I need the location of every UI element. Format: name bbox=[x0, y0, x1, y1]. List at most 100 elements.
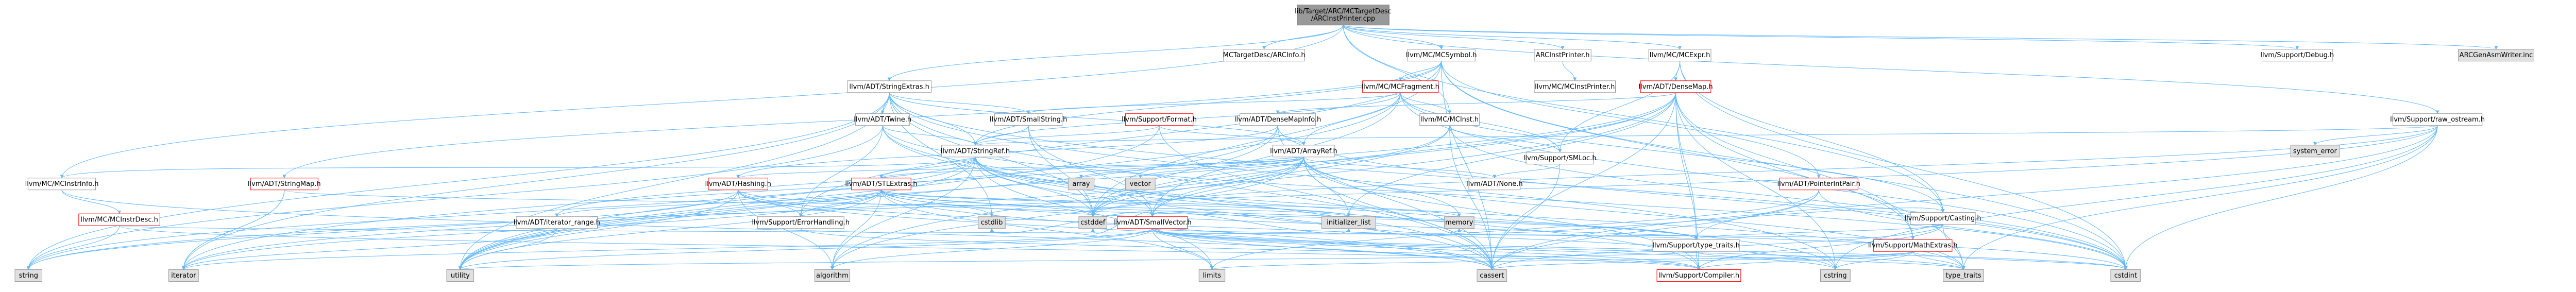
node-pointerintpair[interactable]: llvm/ADT/PointerIntPair.h bbox=[1777, 178, 1860, 191]
node-adtnone[interactable]: llvm/ADT/None.h bbox=[1466, 178, 1523, 191]
node-smallstring[interactable]: llvm/ADT/SmallString.h bbox=[990, 113, 1067, 126]
node-label: cstdint bbox=[2114, 272, 2137, 280]
node-stlextras[interactable]: llvm/ADT/STLExtras.h bbox=[845, 178, 918, 191]
edge-casting-to-typetraits_h bbox=[1694, 224, 1943, 240]
edge-stringref-to-utility bbox=[458, 157, 976, 270]
edge-smallvector-to-cstring bbox=[1152, 228, 1837, 270]
node-rawostream[interactable]: llvm/Support/raw_ostream.h bbox=[2390, 113, 2485, 126]
edge-stlextras-to-limits bbox=[880, 190, 1214, 270]
edge-rawostream-to-typetraits bbox=[1961, 125, 2438, 270]
node-mcinst[interactable]: llvm/MC/MCInst.h bbox=[1419, 113, 1480, 126]
edge-mcinstrdesc-to-compiler bbox=[119, 225, 1701, 270]
node-label: llvm/Support/raw_ostream.h bbox=[2390, 116, 2485, 124]
edge-twine-to-stringref bbox=[882, 125, 977, 146]
node-format[interactable]: llvm/Support/Format.h bbox=[1122, 113, 1197, 126]
node-label: llvm/MC/MCInstrDesc.h bbox=[80, 216, 158, 224]
edge-mathextras-to-typetraits bbox=[1912, 251, 1965, 270]
edge-casting-to-memory bbox=[1457, 208, 1943, 234]
node-box bbox=[1648, 49, 1711, 62]
node-stringmap[interactable]: llvm/ADT/StringMap.h bbox=[248, 178, 321, 191]
node-stringref[interactable]: llvm/ADT/StringRef.h bbox=[941, 145, 1010, 158]
edge-mcexpr-to-cstdint bbox=[1680, 61, 2128, 270]
node-densemapinfo[interactable]: llvm/ADT/DenseMapInfo.h bbox=[1234, 113, 1321, 126]
edge-mathextras-to-cassert bbox=[1490, 251, 1913, 270]
node-compiler[interactable]: llvm/Support/Compiler.h bbox=[1656, 269, 1741, 282]
node-mcexpr[interactable]: llvm/MC/MCExpr.h bbox=[1648, 49, 1711, 62]
node-box bbox=[1468, 178, 1521, 191]
node-stringextras[interactable]: llvm/ADT/StringExtras.h bbox=[847, 80, 932, 93]
node-label: llvm/ADT/STLExtras.h bbox=[845, 180, 917, 188]
node-root[interactable]: lib/Target/ARC/MCTargetDesc/ARCInstPrint… bbox=[1295, 5, 1392, 26]
node-smloc[interactable]: llvm/Support/SMLoc.h bbox=[1523, 152, 1597, 165]
edge-mcinstrinfo-to-mcinstrdesc bbox=[61, 190, 122, 214]
node-smallvector[interactable]: llvm/ADT/SmallVector.h bbox=[1113, 216, 1192, 229]
node-mathextras[interactable]: llvm/Support/MathExtras.h bbox=[1868, 239, 1958, 252]
node-box bbox=[1272, 145, 1335, 158]
node-iteratorrange[interactable]: llvm/ADT/iterator_range.h bbox=[514, 216, 600, 229]
node-box bbox=[1125, 178, 1156, 191]
edge-format-to-cassert bbox=[1159, 125, 1494, 270]
edge-root-to-arcgenasm bbox=[1343, 25, 2498, 50]
node-box bbox=[1640, 80, 1711, 93]
node-typetraits_h[interactable]: llvm/Support/type_traits.h bbox=[1652, 239, 1740, 252]
node-label: llvm/MC/MCFragment.h bbox=[1361, 83, 1439, 91]
node-twine[interactable]: llvm/ADT/Twine.h bbox=[854, 113, 911, 126]
node-errorhandling[interactable]: llvm/Support/ErrorHandling.h bbox=[752, 216, 850, 229]
node-box bbox=[1117, 216, 1188, 229]
node-hashing[interactable]: llvm/ADT/Hashing.h bbox=[705, 178, 771, 191]
node-debug[interactable]: llvm/Support/Debug.h bbox=[2260, 49, 2334, 62]
edge-arcinstprinter-to-mcinstprinter bbox=[1562, 61, 1577, 81]
edge-stlextras-to-initializerlist bbox=[880, 190, 1351, 217]
node-mctargetdesc[interactable]: MCTargetDesc/ARCInfo.h bbox=[1223, 49, 1306, 62]
node-label: initializer_list bbox=[1327, 219, 1370, 227]
edge-stringextras-to-stringref bbox=[889, 92, 977, 146]
node-arcinstprinter[interactable]: ARCInstPrinter.h bbox=[1534, 49, 1591, 62]
node-string: string bbox=[14, 269, 43, 282]
edge-pointerintpair-to-cassert bbox=[1490, 190, 1819, 270]
node-densemap[interactable]: llvm/ADT/DenseMap.h bbox=[1639, 80, 1713, 93]
node-mcinstrinfo[interactable]: llvm/MC/MCInstrInfo.h bbox=[25, 178, 99, 191]
node-label: llvm/ADT/ArrayRef.h bbox=[1270, 147, 1337, 155]
edge-stlextras-to-errorhandling bbox=[799, 190, 882, 217]
edge-arrayref-to-cstddef bbox=[1091, 157, 1304, 217]
node-mcsymbol[interactable]: llvm/MC/MCSymbol.h bbox=[1406, 49, 1477, 62]
node-casting[interactable]: llvm/Support/Casting.h bbox=[1905, 212, 1981, 225]
edge-arrayref-to-adtnone bbox=[1303, 157, 1497, 179]
node-mcinstrdesc[interactable]: llvm/MC/MCInstrDesc.h bbox=[78, 213, 160, 226]
edge-root-to-rawostream bbox=[1343, 25, 2439, 114]
node-box bbox=[1444, 216, 1475, 229]
node-box bbox=[1067, 178, 1095, 191]
node-box bbox=[1321, 216, 1376, 229]
node-label: llvm/MC/MCSymbol.h bbox=[1406, 51, 1477, 59]
node-mcinstprinter[interactable]: llvm/MC/MCInstPrinter.h bbox=[1534, 80, 1616, 93]
edge-densemap-to-mathextras bbox=[1675, 92, 1915, 240]
edge-arrayref-to-iterator bbox=[181, 157, 1304, 270]
edge-rawostream-to-stringref bbox=[974, 125, 2438, 146]
edge-typetraits_h-to-utility bbox=[459, 251, 1697, 270]
node-initializerlist: initializer_list bbox=[1321, 216, 1376, 229]
edge-mcfragment-to-smallstring bbox=[1026, 92, 1401, 114]
node-box bbox=[14, 269, 43, 282]
edge-root-to-stringextras bbox=[887, 25, 1344, 81]
node-box bbox=[1873, 239, 1953, 252]
edge-mcsymbol-to-mcfragment bbox=[1398, 61, 1442, 81]
edge-root-to-casting bbox=[1343, 25, 1945, 213]
edge-pointerintpair-to-cstdint bbox=[1818, 190, 2128, 270]
node-label: llvm/ADT/DenseMap.h bbox=[1639, 83, 1713, 91]
edge-rawostream-to-cstddef bbox=[1091, 125, 2438, 217]
node-label: string bbox=[19, 272, 38, 280]
edges-layer bbox=[26, 25, 2498, 270]
node-label: llvm/Support/type_traits.h bbox=[1652, 242, 1740, 250]
edge-smallvector-to-cstdint bbox=[1152, 228, 2128, 270]
node-arrayref[interactable]: llvm/ADT/ArrayRef.h bbox=[1270, 145, 1337, 158]
node-label: llvm/ADT/PointerIntPair.h bbox=[1777, 180, 1860, 188]
node-arcgenasm: ARCGenAsmWriter.inc bbox=[2458, 49, 2534, 62]
node-box bbox=[2458, 49, 2534, 62]
node-label: /ARCInstPrinter.cpp bbox=[1311, 15, 1376, 23]
edge-mathextras-to-cstring bbox=[1833, 251, 1913, 270]
node-label: llvm/ADT/None.h bbox=[1466, 180, 1522, 188]
edge-root-to-mcinst bbox=[1343, 25, 1452, 114]
node-label: llvm/ADT/Hashing.h bbox=[705, 180, 771, 188]
node-mcfragment[interactable]: llvm/MC/MCFragment.h bbox=[1361, 80, 1439, 93]
edge-root-to-mcsymbol bbox=[1343, 25, 1444, 50]
